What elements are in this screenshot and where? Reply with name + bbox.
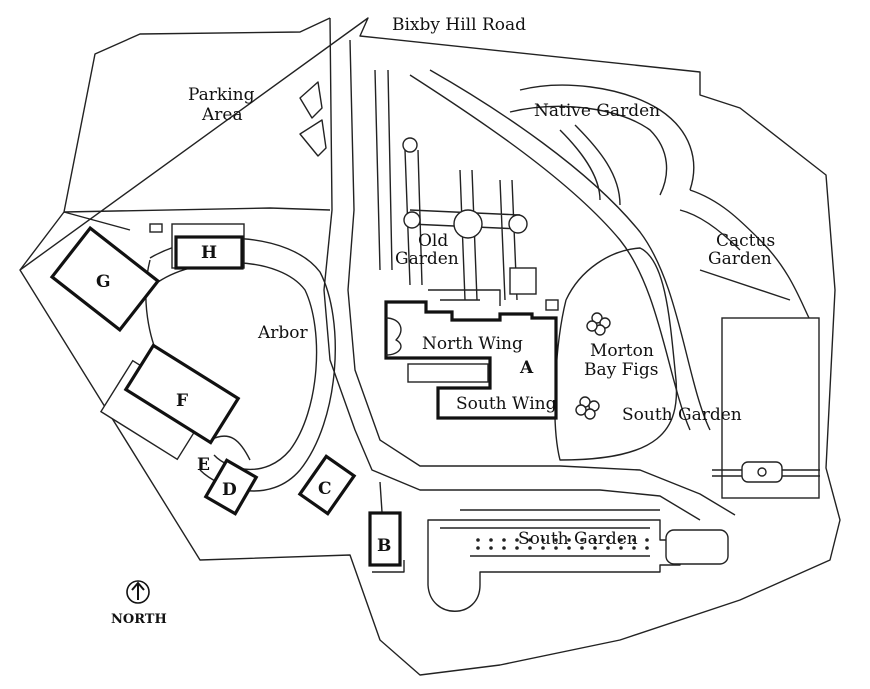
hedge-dot: [567, 538, 571, 542]
building-e-label[interactable]: E: [197, 455, 210, 475]
old-garden-label: Old: [418, 231, 448, 251]
hedge-dot: [515, 546, 519, 550]
hedge-dot: [515, 538, 519, 542]
old-garden-shed: [509, 267, 537, 295]
tree-canopy-icon: [575, 396, 600, 420]
house-north-courtyard: [428, 289, 501, 306]
hedge-dot: [580, 546, 584, 550]
parking-shed: [149, 223, 163, 233]
morton-bay-figs-label: Bay Figs: [584, 360, 658, 380]
building-g[interactable]: [49, 225, 161, 333]
building-b[interactable]: [368, 511, 402, 567]
south-garden-east-bed: [721, 317, 820, 499]
south-garden-bottom-label: South Garden: [518, 529, 638, 549]
building-d-label: D: [222, 480, 237, 500]
road-label: Bixby Hill Road: [392, 15, 526, 35]
building-g-label: G: [96, 272, 111, 292]
building-d[interactable]: [203, 458, 259, 516]
arbor-label: Arbor: [257, 323, 309, 343]
hedge-dot: [476, 538, 480, 542]
hedge-dot: [593, 546, 597, 550]
hedge-dot: [476, 546, 480, 550]
hedge-dot: [528, 546, 532, 550]
parking-label: Area: [201, 105, 243, 125]
building-a-label[interactable]: A: [519, 358, 534, 378]
hedge-dot: [502, 538, 506, 542]
building-f[interactable]: [123, 343, 241, 445]
old-garden-fountain-north: [402, 137, 418, 153]
north-wing-label: North Wing: [422, 334, 523, 354]
hedge-dot: [632, 546, 636, 550]
hedge-dot: [541, 546, 545, 550]
tree-canopy-icon: [586, 312, 611, 336]
building-b-walk: [372, 481, 405, 573]
north-label: NORTH: [111, 612, 167, 627]
south-garden-bottom-hedge-dots: [476, 538, 649, 550]
hedge-dot: [593, 538, 597, 542]
hedge-dot: [619, 538, 623, 542]
house-inner-court: [407, 363, 489, 383]
hedge-dot: [541, 538, 545, 542]
building-h-label: H: [201, 243, 217, 263]
south-wing-label: South Wing: [456, 394, 557, 414]
morton-bay-figs-label: Morton: [590, 341, 654, 361]
hedge-dot: [502, 546, 506, 550]
house-north-wing-notch: [385, 317, 402, 356]
parking-label: Parking: [188, 85, 255, 105]
road-edge-west: [323, 17, 701, 521]
south-garden-bottom-walks: [440, 509, 660, 557]
south-garden-bottom-east-bed: [665, 529, 729, 565]
cactus-garden-label: Garden: [708, 249, 772, 269]
hedge-dot: [554, 538, 558, 542]
road-edge-east: [347, 39, 736, 516]
gate-post: [545, 299, 559, 311]
hedge-dot: [580, 538, 584, 542]
hedge-dot: [554, 546, 558, 550]
hedge-dot: [606, 546, 610, 550]
diagonal-drive-west: [409, 74, 691, 431]
south-garden-east-label: South Garden: [622, 405, 742, 425]
old-garden-fountain-center: [453, 209, 483, 239]
parking-island-1: [299, 81, 323, 119]
old-garden-fountain-east: [508, 214, 528, 234]
hedge-dot: [567, 546, 571, 550]
parking-island-2: [299, 119, 327, 157]
building-b-label: B: [377, 536, 391, 556]
building-h[interactable]: [174, 235, 244, 270]
building-f-label: F: [176, 391, 188, 411]
south-garden-east-fountain: [757, 467, 767, 477]
cactus-garden-paths: [679, 189, 811, 321]
hedge-dot: [528, 538, 532, 542]
property-boundary: [19, 17, 841, 676]
diagonal-drive-east: [429, 69, 711, 431]
house-block-a: [384, 300, 558, 420]
hedge-dot: [619, 546, 623, 550]
hedge-dot: [489, 538, 493, 542]
native-garden-label: Native Garden: [534, 101, 660, 121]
parking-edge: [63, 207, 331, 213]
native-garden-paths: [509, 84, 695, 206]
old-garden-fountain-west: [403, 211, 421, 229]
hedge-dot: [645, 538, 649, 542]
hedge-dot: [632, 538, 636, 542]
cactus-garden-label: Cactus: [716, 231, 775, 251]
building-c-label: C: [318, 479, 332, 499]
building-c[interactable]: [297, 454, 357, 516]
hedge-dot: [606, 538, 610, 542]
hedge-dot: [645, 546, 649, 550]
hedge-dot: [489, 546, 493, 550]
old-garden-label: Garden: [395, 249, 459, 269]
north-arrow-icon: [126, 580, 150, 604]
